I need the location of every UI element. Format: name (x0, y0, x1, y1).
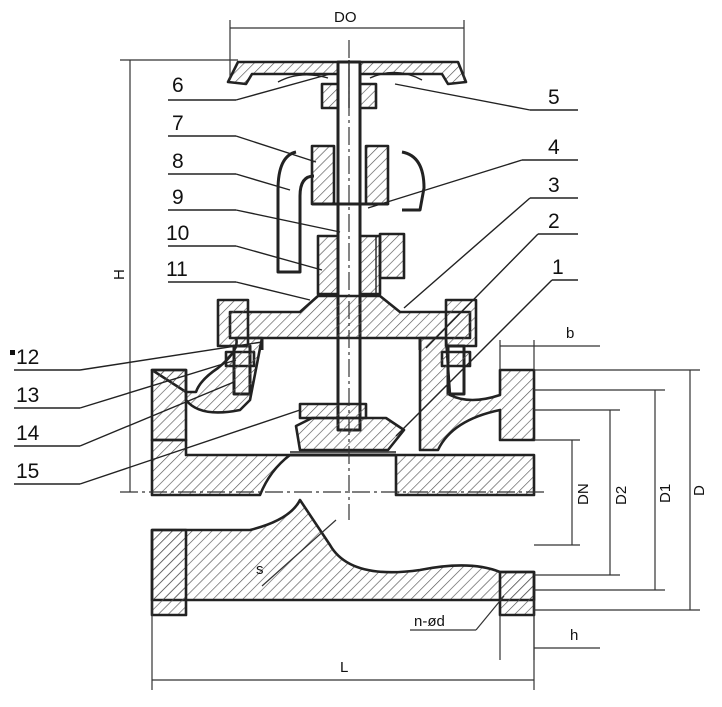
part-label-6: 6 (172, 74, 184, 97)
dimension-labels: DO H L DN D2 D1 D b h n-ød s (111, 9, 708, 676)
valve-body (150, 336, 536, 617)
part-label-13: 13 (16, 384, 39, 407)
dim-label-d2: D2 (613, 486, 630, 505)
part-label-1: 1 (552, 256, 564, 279)
dim-label-bolt-holes: n-ød (414, 613, 445, 630)
part-labels: 6 7 8 9 10 11 12 13 14 15 5 4 3 2 1 (16, 74, 564, 483)
valve-disc (290, 402, 406, 453)
dim-label-s: s (256, 561, 264, 578)
dim-label-do: DO (334, 9, 357, 26)
part-label-12: 12 (16, 346, 39, 369)
bonnet (216, 294, 478, 348)
part-label-9: 9 (172, 186, 184, 209)
dim-label-d1: D1 (657, 484, 674, 503)
yoke (276, 144, 426, 274)
marker-dot (10, 350, 15, 355)
dim-label-b: b (566, 325, 574, 342)
dim-label-dn: DN (575, 483, 592, 505)
dim-label-h-flange: h (570, 627, 578, 644)
dim-label-d: D (691, 485, 708, 496)
part-label-3: 3 (548, 174, 560, 197)
leader-lines (14, 73, 578, 485)
part-label-11: 11 (166, 258, 188, 281)
part-label-5: 5 (548, 86, 560, 109)
part-label-7: 7 (172, 112, 184, 135)
part-label-4: 4 (548, 136, 560, 159)
dimension-lines (120, 20, 700, 690)
part-label-10: 10 (166, 222, 189, 245)
dim-label-h: H (111, 269, 128, 280)
packing-gland (316, 232, 406, 296)
part-label-14: 14 (16, 422, 40, 445)
part-label-2: 2 (548, 210, 560, 233)
part-label-15: 15 (16, 460, 39, 483)
part-label-8: 8 (172, 150, 184, 173)
dim-label-l: L (340, 659, 348, 676)
